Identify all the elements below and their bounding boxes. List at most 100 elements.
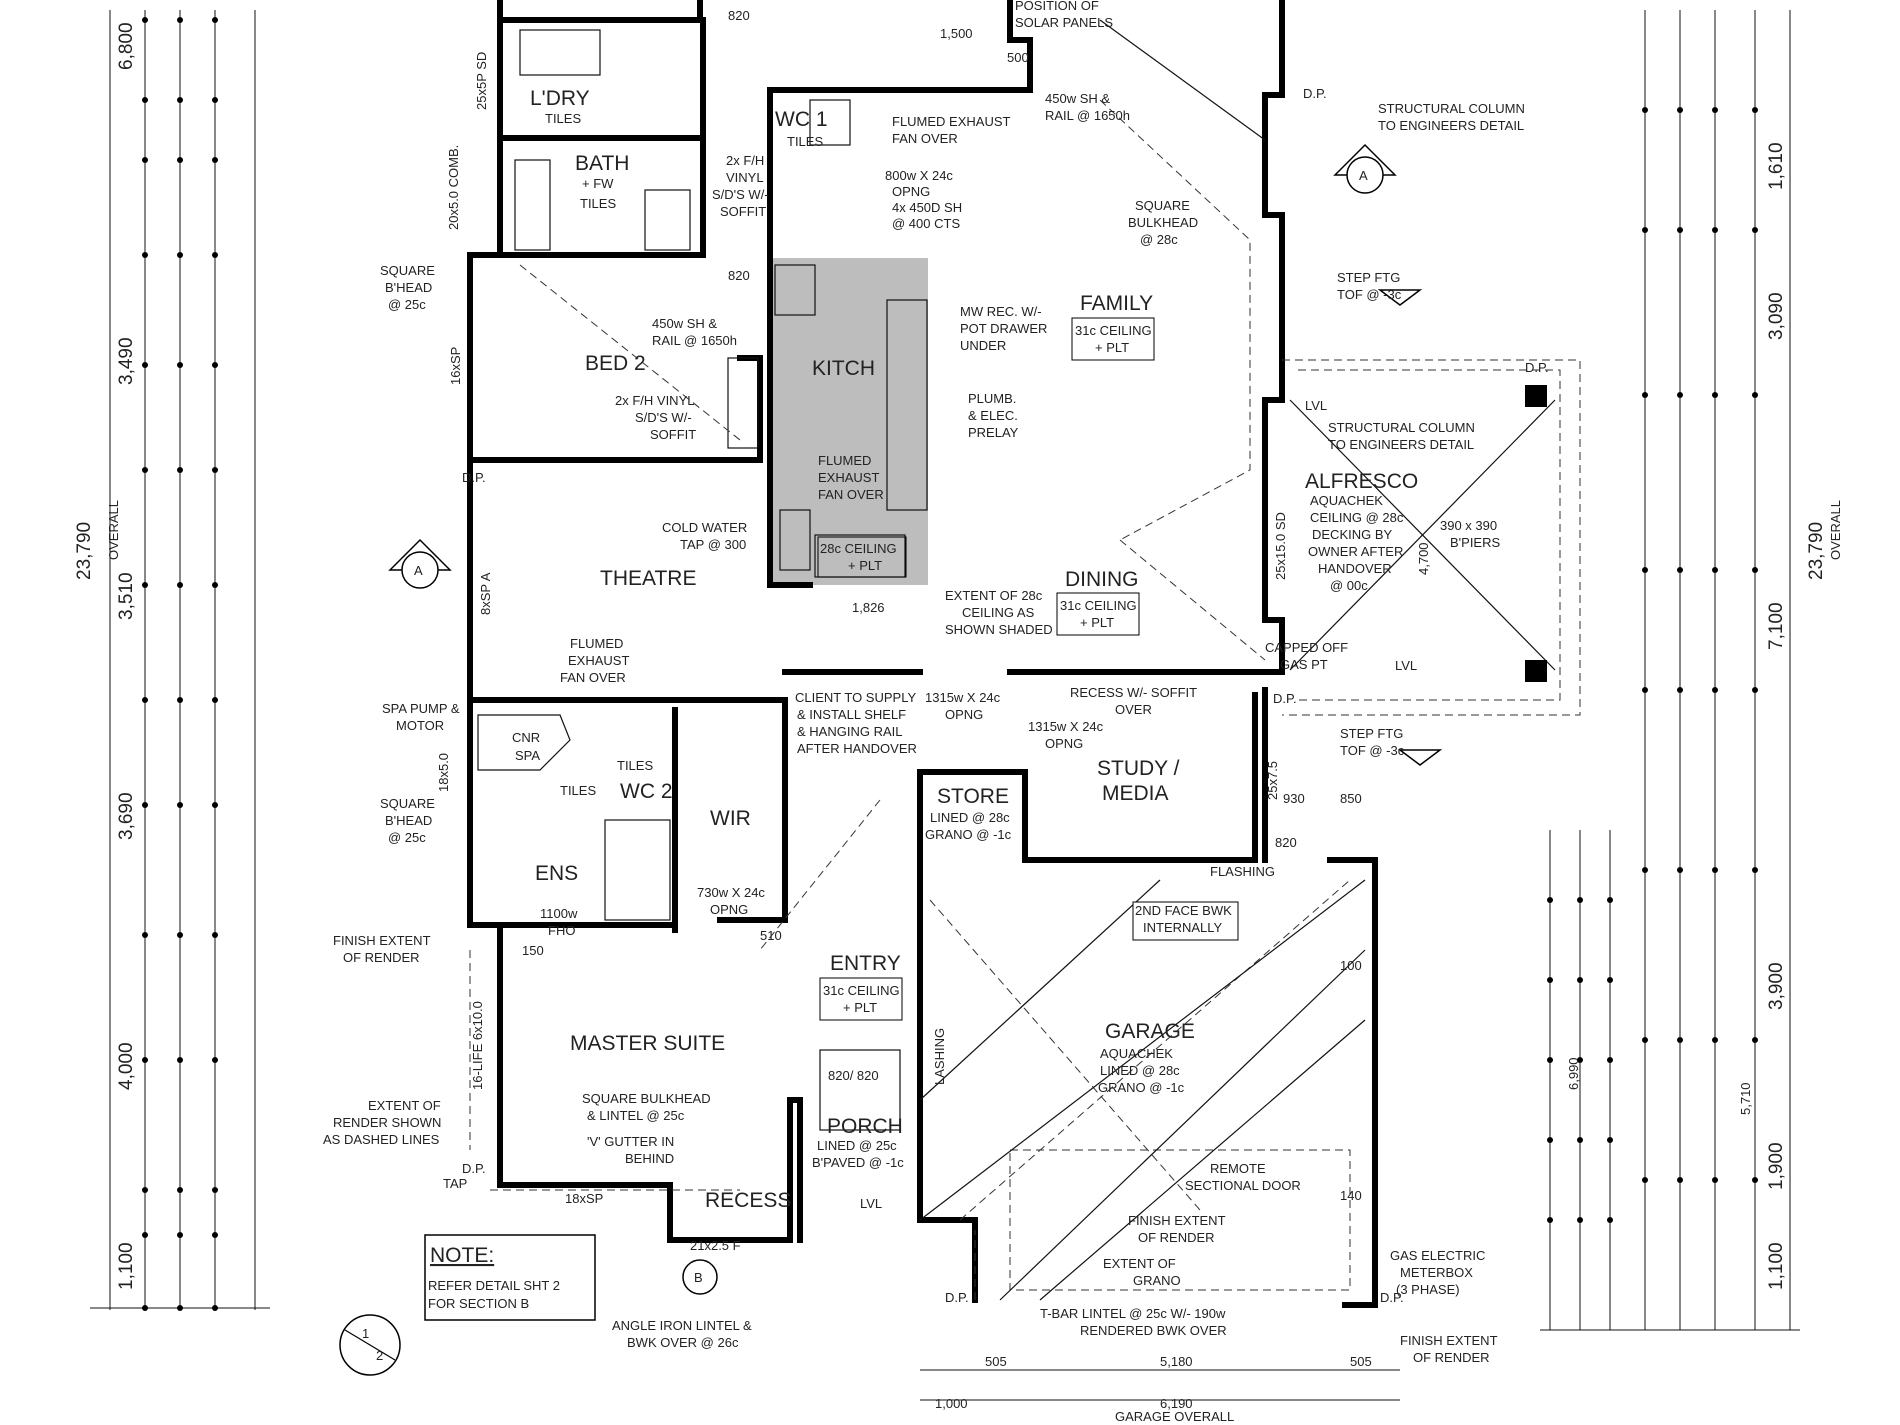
- note-store-2: GRANO @ -1c: [925, 827, 1012, 842]
- note-dp-1: D.P.: [1303, 86, 1327, 101]
- dim-1000: 1,000: [935, 1396, 968, 1411]
- note-column-1: STRUCTURAL COLUMN: [1378, 101, 1525, 116]
- dim-left-4: 3,690: [116, 792, 137, 840]
- note-alfresco-6: @ 00c: [1330, 578, 1368, 593]
- note-ms-bulk-3: 'V' GUTTER IN: [587, 1134, 674, 1149]
- note-wall-25x7: 25x7.5: [1265, 761, 1280, 800]
- note-mwrec-3: UNDER: [960, 338, 1006, 353]
- dim-820-top: 820: [728, 8, 750, 23]
- note-extent-1: EXTENT OF 28c: [945, 588, 1043, 603]
- note-mwrec-2: POT DRAWER: [960, 321, 1047, 336]
- note-opng-2: OPNG: [892, 184, 930, 199]
- garage-overall-label: GARAGE OVERALL: [1115, 1409, 1234, 1424]
- dim-right-2: 3,090: [1766, 292, 1787, 340]
- note-kitch-fan-2: EXHAUST: [818, 470, 879, 485]
- note-bed2-rail-1: 450w SH &: [652, 316, 717, 331]
- label-wir: WIR: [710, 807, 751, 830]
- label-master-suite: MASTER SUITE: [570, 1032, 725, 1055]
- note-mwrec-1: MW REC. W/-: [960, 304, 1042, 319]
- note-bwk-1: 2ND FACE BWK: [1135, 903, 1232, 918]
- left-dimension-strings: 23,790 OVERALL 6,800 3,490 3,510 3,690 4…: [74, 10, 270, 1311]
- note-box: [424, 1234, 596, 1321]
- note-step-top-2: TOF @ -3c: [1337, 287, 1402, 302]
- dim-left-3: 3,510: [116, 572, 137, 620]
- note-finish-render-4: OF RENDER: [1138, 1230, 1215, 1245]
- note-wall-25x15: 25x15.0 SD: [1273, 512, 1288, 580]
- garage-overall-dim: 6,990: [1566, 1057, 1581, 1090]
- note-rail-1: 450w SH &: [1045, 91, 1110, 106]
- note-bed2-bhead-1: SQUARE: [380, 263, 435, 278]
- note-wall-18: 18x5.0: [436, 753, 451, 792]
- note-ens-bhead-1: SQUARE: [380, 796, 435, 811]
- dim-4700: 4,700: [1416, 542, 1431, 575]
- note-opng-1315-3: 1315w X 24c: [1028, 719, 1104, 734]
- bottom-dimensions: 505 5,180 505 1,000 6,190 GARAGE OVERALL: [920, 1354, 1400, 1424]
- note-bed2-vinyl-1: 2x F/H VINYL: [615, 393, 694, 408]
- dim-820-mf: 820: [1275, 835, 1297, 850]
- note-tbar-1: T-BAR LINTEL @ 25c W/- 190w: [1040, 1306, 1226, 1321]
- note-vinyl-2: VINYL: [726, 170, 764, 185]
- walls: [467, 0, 1378, 1308]
- note-bed2-bhead-3: @ 25c: [388, 297, 426, 312]
- note-coldwater-2: TAP @ 300: [680, 537, 746, 552]
- note-opng-1315-1: 1315w X 24c: [925, 690, 1001, 705]
- label-store: STORE: [937, 785, 1009, 808]
- note-tap: TAP: [443, 1176, 467, 1191]
- dim-right-3: 7,100: [1766, 602, 1787, 650]
- note-gas-1: CAPPED OFF: [1265, 640, 1348, 655]
- dim-510: 510: [760, 928, 782, 943]
- label-ens: ENS: [535, 862, 578, 885]
- dim-left-1: 6,800: [116, 22, 137, 70]
- note-title: NOTE:: [430, 1244, 494, 1267]
- label-family: FAMILY: [1080, 292, 1153, 315]
- note-client-4: AFTER HANDOVER: [797, 741, 917, 756]
- note-family-bulk-2: BULKHEAD: [1128, 215, 1198, 230]
- dim-100: 100: [1340, 958, 1362, 973]
- note-piers-2: B'PIERS: [1450, 535, 1500, 550]
- note-meter-2: METERBOX: [1400, 1265, 1473, 1280]
- note-recess-2: OVER: [1115, 702, 1152, 717]
- label-kitch: KITCH: [812, 357, 875, 380]
- note-angle-1: ANGLE IRON LINTEL &: [612, 1318, 752, 1333]
- overall-dimension-left: 23,790: [74, 522, 95, 580]
- note-spa-2: SPA: [515, 748, 540, 763]
- note-extent-3: SHOWN SHADED: [945, 622, 1053, 637]
- note-meter-3: (3 PHASE): [1396, 1282, 1460, 1297]
- note-ens-bhead-3: @ 25c: [388, 830, 426, 845]
- dim-140: 140: [1340, 1188, 1362, 1203]
- label-wc1-tiles: TILES: [787, 134, 823, 149]
- note-ms-bulk-1: SQUARE BULKHEAD: [582, 1091, 711, 1106]
- note-plumb-1: PLUMB.: [968, 391, 1016, 406]
- room-labels: L'DRY TILES BATH + FW TILES WC 1 TILES B…: [530, 87, 1418, 1212]
- note-extent-2: CEILING AS: [962, 605, 1035, 620]
- note-column-3: STRUCTURAL COLUMN: [1328, 420, 1475, 435]
- note-alfresco-3: DECKING BY: [1312, 527, 1393, 542]
- note-bed2-rail-2: RAIL @ 1650h: [652, 333, 737, 348]
- label-bed2: BED 2: [585, 352, 646, 375]
- dim-930: 930: [1283, 791, 1305, 806]
- note-wall-life: 16-LIFE 6x10.0: [470, 1001, 485, 1090]
- note-gas-2: GAS PT: [1280, 657, 1328, 672]
- note-garage-1: AQUACHEK: [1100, 1046, 1173, 1061]
- structural-column-bottom: [1525, 660, 1547, 682]
- note-spa-1: CNR: [512, 730, 540, 745]
- section-a-left: A: [414, 563, 423, 578]
- note-step-low-2: TOF @ -3c: [1340, 743, 1405, 758]
- note-wc1-fan-2: FAN OVER: [892, 131, 958, 146]
- note-ms-bulk-4: BEHIND: [625, 1151, 674, 1166]
- note-kitch-fan-3: FAN OVER: [818, 487, 884, 502]
- note-opng-730-2: OPNG: [710, 902, 748, 917]
- note-ens-bhead-2: B'HEAD: [385, 813, 432, 828]
- dim-150: 150: [522, 943, 544, 958]
- note-lvl-1: LVL: [1305, 398, 1327, 413]
- note-store-1: LINED @ 28c: [930, 810, 1010, 825]
- note-client-2: & INSTALL SHELF: [797, 707, 906, 722]
- note-dp-6: D.P.: [945, 1290, 969, 1305]
- dim-820-bed2: 820: [728, 268, 750, 283]
- label-entry: ENTRY: [830, 952, 901, 975]
- label-porch: PORCH: [827, 1115, 903, 1138]
- dim-right-6: 1,100: [1766, 1242, 1787, 1290]
- note-theatre-fan-3: FAN OVER: [560, 670, 626, 685]
- note-client-1: CLIENT TO SUPPLY: [795, 690, 916, 705]
